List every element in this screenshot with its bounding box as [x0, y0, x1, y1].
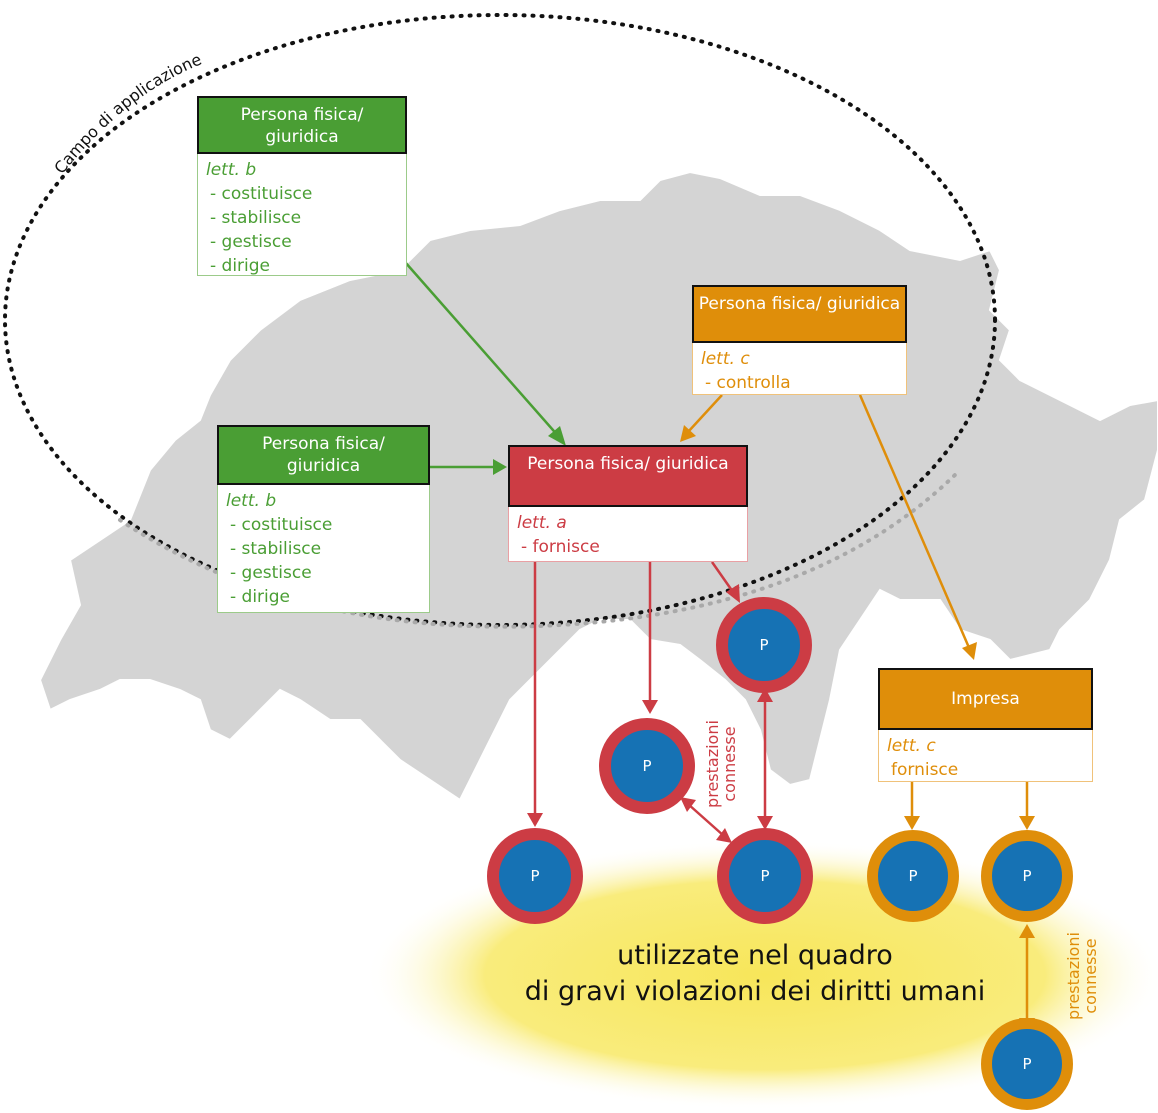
related-services-label: prestazioni connesse	[1064, 916, 1101, 1036]
related-services-text: prestazioni connesse	[703, 720, 739, 808]
box-orange-top: Persona fisica/ giuridica lett. c - cont…	[692, 285, 907, 395]
box-letter: lett. b	[206, 160, 257, 180]
service-circle: P	[981, 1018, 1073, 1110]
box-item: - stabilisce	[210, 208, 302, 228]
related-services-label: prestazioni connesse	[703, 704, 740, 824]
service-circle: P	[487, 828, 583, 924]
box-orange-company: Impresa lett. c fornisce	[878, 668, 1093, 782]
box-item: - controlla	[705, 373, 791, 393]
scope-label-text: Campo di applicazione	[50, 50, 204, 178]
box-title: Persona fisica/ giuridica	[508, 445, 748, 507]
box-letter: lett. b	[226, 491, 277, 511]
box-item: - stabilisce	[230, 539, 322, 559]
box-title: Persona fisica/ giuridica	[692, 285, 907, 343]
usage-text: utilizzate nel quadro di gravi violazion…	[470, 938, 1040, 1010]
arrows	[404, 261, 1035, 1032]
service-circle: P	[717, 828, 813, 924]
box-title: Persona fisica/ giuridica	[217, 425, 430, 485]
usage-text-line1: utilizzate nel quadro	[617, 940, 893, 971]
box-item: - gestisce	[230, 563, 312, 583]
box-letter: lett. c	[701, 349, 750, 369]
box-item: - costituisce	[210, 184, 313, 204]
service-circle: P	[981, 830, 1073, 922]
box-green-top: Persona fisica/ giuridica lett. b - cost…	[197, 96, 407, 276]
box-item: - costituisce	[230, 515, 333, 535]
box-title: Persona fisica/ giuridica	[197, 96, 407, 154]
box-item: - dirige	[210, 256, 271, 276]
usage-text-line2: di gravi violazioni dei diritti umani	[524, 976, 986, 1007]
box-item: - fornisce	[521, 537, 600, 557]
related-services-text: prestazioni connesse	[1064, 932, 1100, 1020]
box-title: Impresa	[878, 668, 1093, 730]
box-body: lett. a - fornisce	[508, 507, 748, 562]
service-circle: P	[867, 830, 959, 922]
box-body: lett. b - costituisce - stabilisce - ges…	[217, 485, 430, 613]
service-circle: P	[716, 597, 812, 693]
box-item: - dirige	[230, 587, 291, 607]
scope-label: Campo di applicazione	[50, 50, 204, 178]
box-letter: lett. a	[517, 513, 567, 533]
box-item: - gestisce	[210, 232, 292, 252]
box-red-center: Persona fisica/ giuridica lett. a - forn…	[508, 445, 748, 562]
box-item: fornisce	[891, 760, 959, 780]
box-body: lett. c - controlla	[692, 343, 907, 395]
service-circle: P	[599, 718, 695, 814]
box-letter: lett. c	[887, 736, 936, 756]
scope-ellipse-inner	[118, 468, 962, 629]
box-green-mid: Persona fisica/ giuridica lett. b - cost…	[217, 425, 430, 613]
box-body: lett. c fornisce	[878, 730, 1093, 782]
box-body: lett. b - costituisce - stabilisce - ges…	[197, 154, 407, 276]
application-scope-ellipse	[3, 13, 997, 627]
